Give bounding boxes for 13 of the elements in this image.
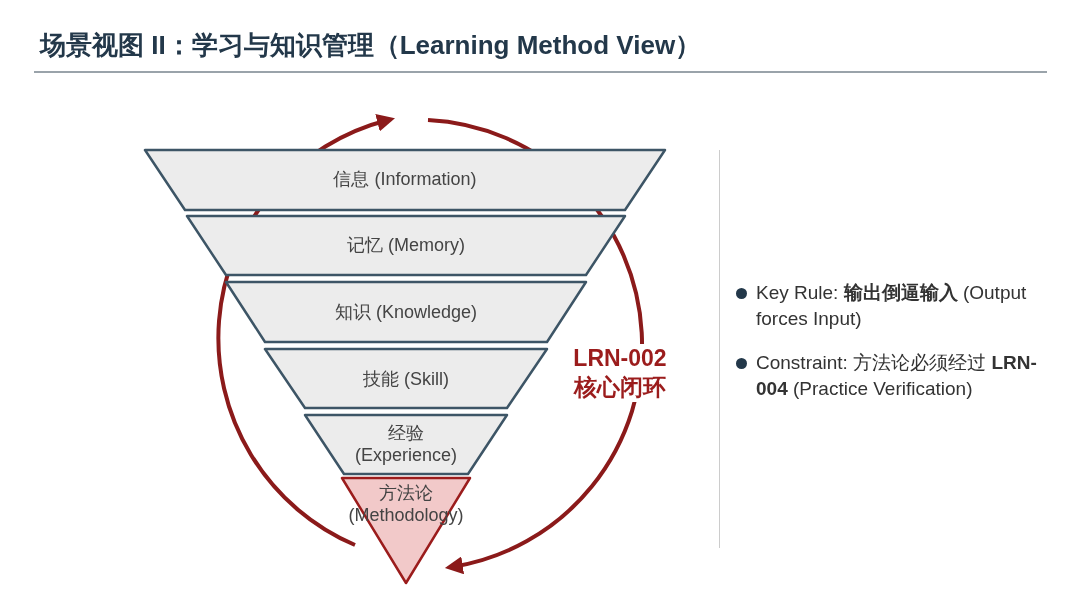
bullet-text: Key Rule: 输出倒逼输入 (Output forces Input) xyxy=(756,281,1028,331)
slide-title: 场景视图 II：学习与知识管理（Learning Method View） xyxy=(40,29,702,62)
level-label: 信息 (Information) xyxy=(332,168,478,190)
pyramid-band xyxy=(305,415,507,474)
level-label: 经验 (Experience) xyxy=(353,422,458,466)
level-label: 知识 (Knowledge) xyxy=(333,301,479,323)
level-label: 技能 (Skill) xyxy=(362,368,450,390)
level-label: 记忆 (Memory) xyxy=(346,234,466,256)
bullet-text: Constraint: 方法论必须经过 LRN-004 (Practice Verification) xyxy=(756,351,1038,401)
pyramid-band xyxy=(145,150,665,210)
pyramid-band xyxy=(226,282,586,342)
pyramid-band xyxy=(265,349,547,408)
pyramid-band xyxy=(187,216,625,275)
